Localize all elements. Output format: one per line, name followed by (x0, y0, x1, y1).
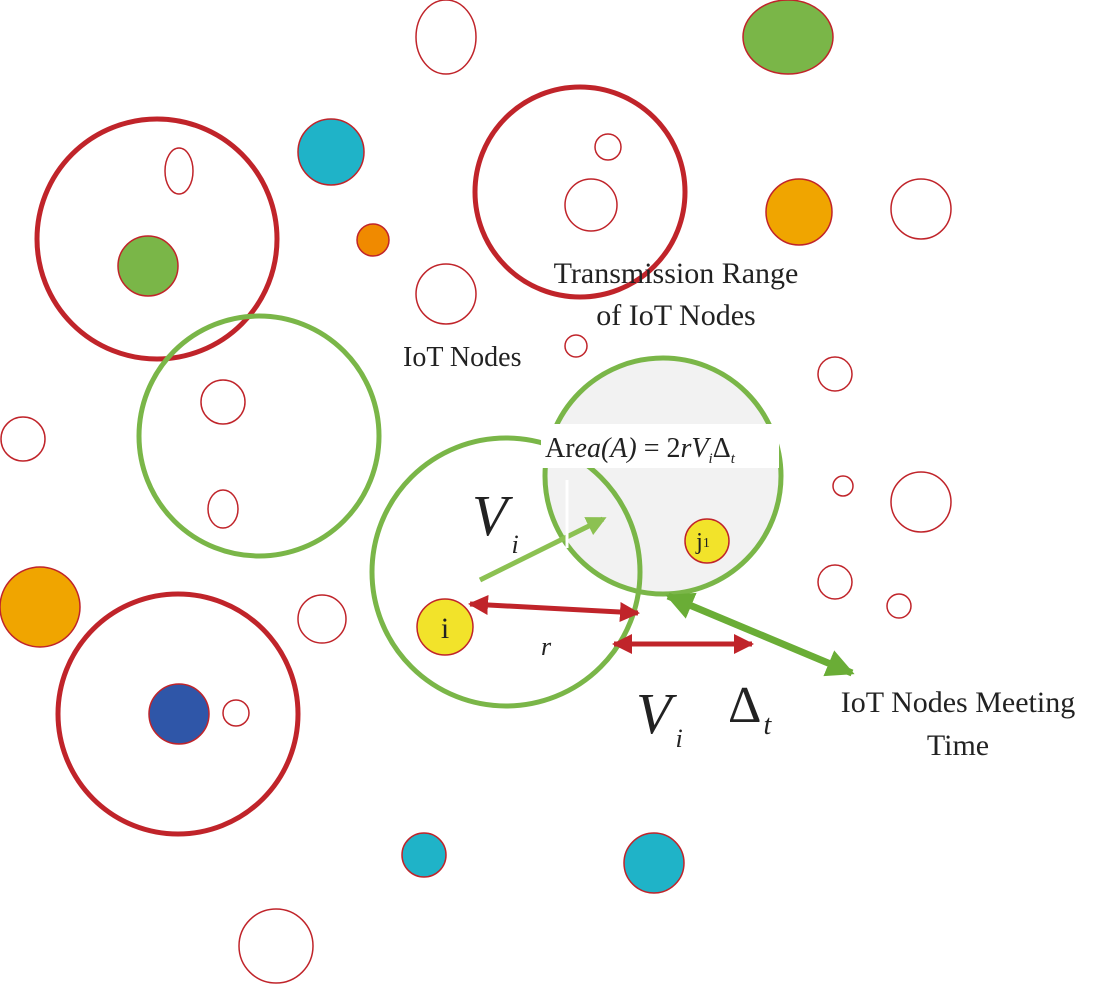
orange-node (765, 178, 833, 246)
iot-node (415, 0, 477, 75)
iot-node (164, 147, 194, 195)
radius-arrow (468, 594, 640, 623)
node-j (684, 518, 730, 564)
cyan-node (623, 832, 685, 894)
green-node (117, 235, 179, 297)
orange-node (0, 566, 81, 648)
transmission-range-label-line2: of IoT Nodes (596, 299, 755, 332)
iot-node (832, 475, 854, 497)
node-j-label: j1 (695, 529, 710, 555)
iot-node (890, 178, 952, 240)
range-ring-green-node-j (542, 355, 784, 597)
formula-backdrop (541, 424, 779, 468)
meeting-time-label-line2: Time (927, 729, 989, 762)
range-ring-red-top-left (34, 116, 280, 362)
iot-node (200, 379, 246, 425)
iot-nodes-group (0, 0, 952, 984)
range-ring-red-top-center (472, 84, 688, 300)
velocity-arrow (478, 516, 607, 583)
iot-node (238, 908, 314, 984)
cyan-node (401, 832, 447, 878)
range-ring-red-bottom-left (55, 591, 301, 837)
blue-node (148, 683, 210, 745)
iot-nodes-label: IoT Nodes (403, 342, 521, 373)
iot-node (817, 356, 853, 392)
meeting-time-arrow (665, 592, 855, 677)
node-i (416, 598, 474, 656)
iot-node (0, 416, 46, 462)
delta-t-label: Δt (728, 677, 772, 741)
radius-label: r (541, 632, 552, 661)
iot-node (817, 564, 853, 600)
iot-node (594, 133, 622, 161)
iot-node (564, 334, 588, 358)
cyan-node (297, 118, 365, 186)
iot-node (886, 593, 912, 619)
meeting-time-label-line1: IoT Nodes Meeting (841, 686, 1075, 719)
iot-node (297, 594, 347, 644)
iot-node (415, 263, 477, 325)
small-orange-node (356, 223, 390, 257)
iot-node (564, 178, 618, 232)
formula-label: Area(A) = 2rViΔt (545, 433, 736, 467)
colored-nodes-group (0, 0, 834, 894)
green-node (742, 0, 834, 75)
node-i-label: i (441, 612, 449, 645)
range-ring-green-left (136, 313, 382, 559)
range-ring-green-node-i (369, 435, 643, 709)
iot-node (207, 489, 239, 529)
iot-node (890, 471, 952, 533)
transmission-range-label-line1: Transmission Range (554, 257, 799, 290)
iot-node (222, 699, 250, 727)
